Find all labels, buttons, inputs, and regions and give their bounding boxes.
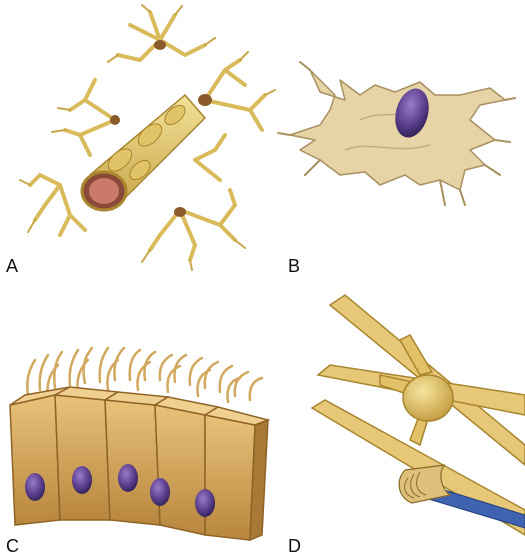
cilia (26, 346, 264, 404)
astrocyte-nuclei (110, 40, 212, 217)
capillary-lumen (89, 178, 119, 204)
astrocyte-processes (28, 10, 267, 262)
panel-label-a: A (6, 256, 19, 276)
ependymal-cell-row (9, 386, 271, 542)
panel-label-c: C (6, 536, 19, 556)
panel-label-b: B (288, 256, 301, 276)
panel-d-oligodendrocyte (310, 294, 525, 536)
panel-b-microglia (277, 61, 516, 206)
myelin-wrap (398, 464, 452, 504)
microglia-nucleus (395, 88, 429, 138)
panel-c-ependymal-cells (9, 346, 271, 542)
oligodendrocyte-soma (402, 374, 454, 422)
panel-label-d: D (288, 536, 301, 556)
microglia-body (289, 69, 506, 191)
ependymal-nuclei (25, 464, 215, 517)
panel-a-astrocyte (19, 4, 276, 271)
